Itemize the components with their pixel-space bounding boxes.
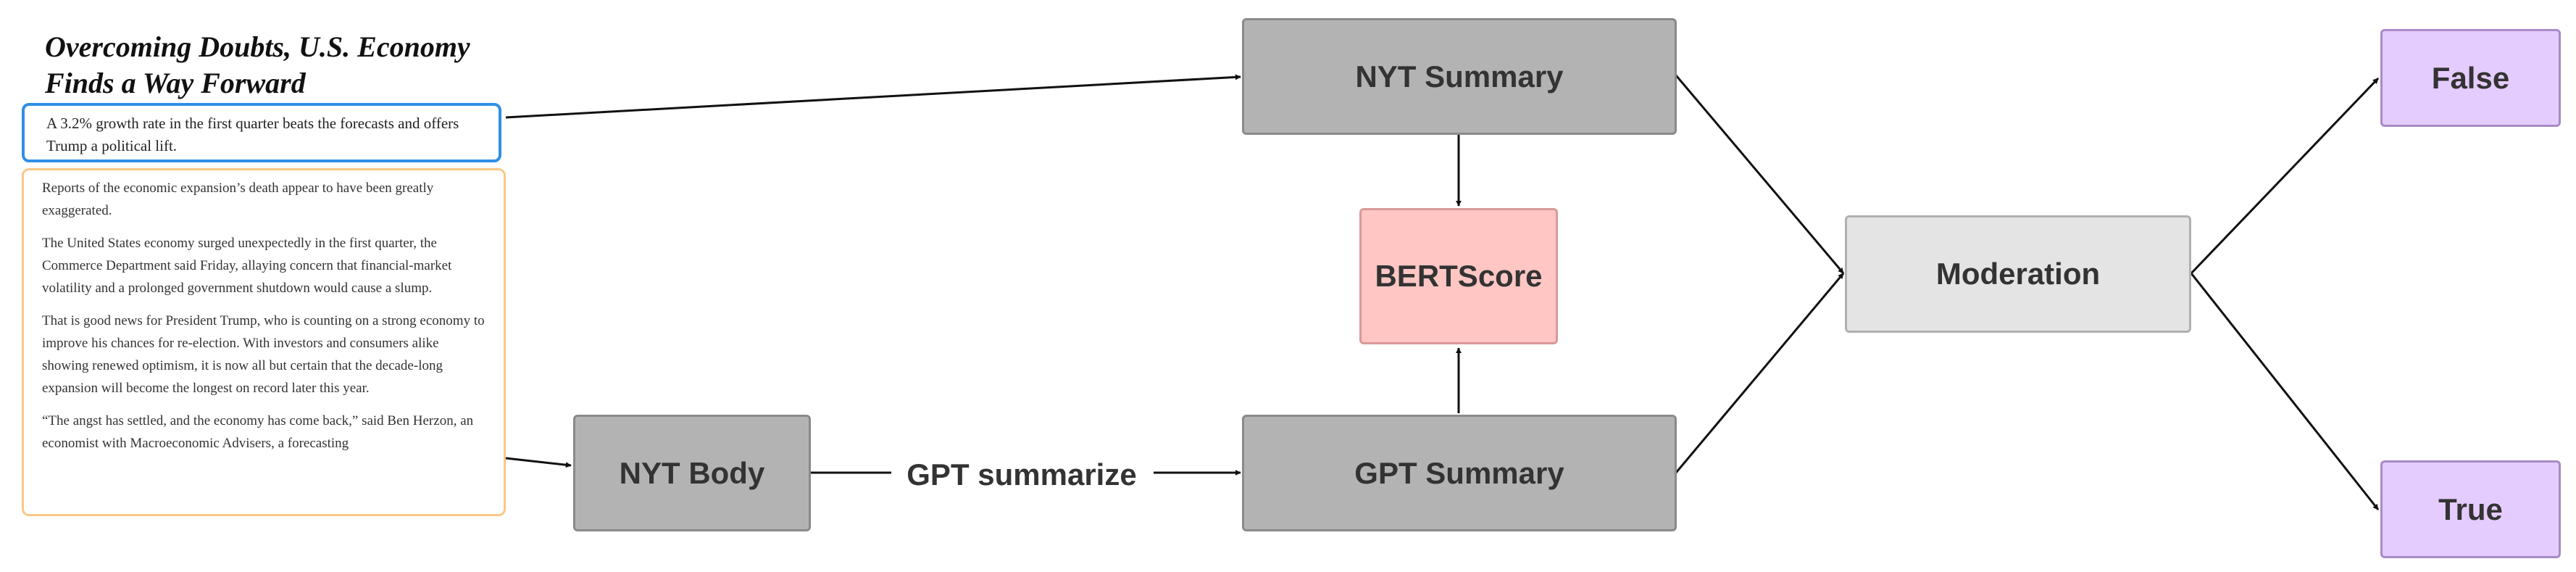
headline-line-2: Finds a Way Forward — [45, 67, 306, 99]
body-paragraph: Reports of the economic expansion’s deat… — [42, 181, 434, 218]
gpt-summarize-label: GPT summarize — [891, 453, 1152, 497]
moderation-node: Moderation — [1845, 215, 2191, 333]
bertscore-node: BERTScore — [1359, 208, 1558, 344]
nyt-body-label: NYT Body — [619, 455, 765, 490]
arrow-gpt-summary-to-moderation — [1675, 273, 1845, 473]
arrow-moderation-to-false — [2190, 77, 2380, 275]
arrow-summary-to-nyt-summary — [505, 74, 1241, 119]
body-paragraph: The United States economy surged unexpec… — [42, 236, 452, 296]
arrow-nyt-summary-to-moderation — [1675, 75, 1845, 274]
body-paragraph: “The angst has settled, and the economy … — [42, 413, 474, 451]
nyt-summary-label: NYT Summary — [1355, 59, 1564, 94]
true-node: True — [2380, 460, 2561, 558]
arrow-moderation-to-true — [2190, 273, 2380, 510]
article-summary-box: A 3.2% growth rate in the first quarter … — [22, 103, 501, 162]
bertscore-label: BERTScore — [1375, 259, 1543, 293]
body-paragraph: That is good news for President Trump, w… — [42, 313, 485, 396]
article-summary-text: A 3.2% growth rate in the first quarter … — [46, 115, 459, 154]
headline-line-1: Overcoming Doubts, U.S. Economy — [45, 30, 470, 63]
gpt-summary-node: GPT Summary — [1242, 415, 1677, 531]
false-label: False — [2431, 60, 2510, 95]
nyt-body-node: NYT Body — [573, 415, 811, 531]
arrow-body-to-nyt-body — [505, 457, 572, 468]
false-node: False — [2380, 29, 2561, 127]
article-body-box: Reports of the economic expansion’s deat… — [22, 168, 506, 516]
article-headline: Overcoming Doubts, U.S. Economy Finds a … — [45, 29, 509, 101]
true-label: True — [2438, 492, 2503, 526]
nyt-summary-node: NYT Summary — [1242, 18, 1677, 135]
gpt-summary-label: GPT Summary — [1354, 455, 1564, 490]
moderation-label: Moderation — [1935, 257, 2101, 291]
